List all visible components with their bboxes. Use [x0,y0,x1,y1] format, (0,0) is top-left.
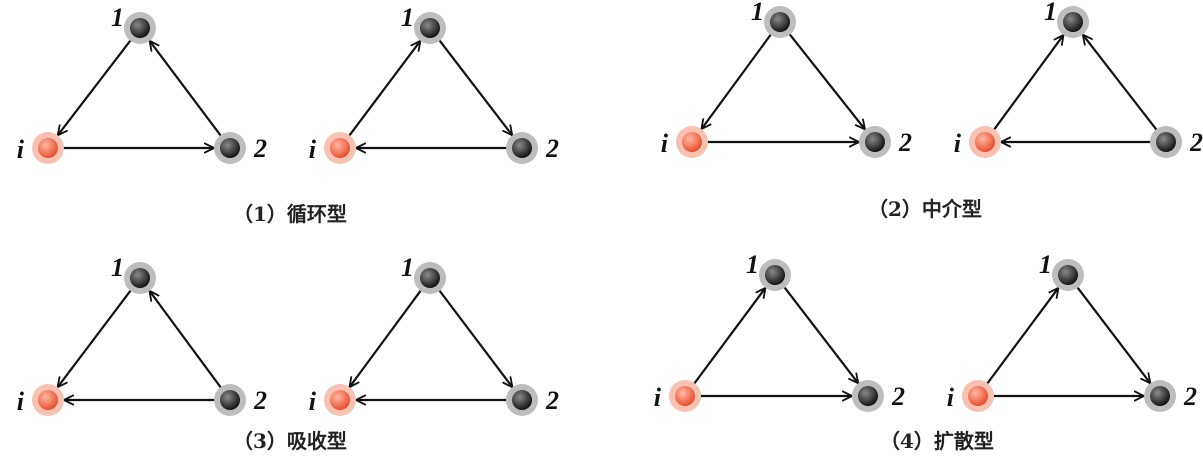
node-label-i: i [309,387,317,416]
node-label-2: 2 [1183,382,1197,411]
node-2 [220,138,240,158]
node-label-1: 1 [1039,250,1052,279]
focal-node-i [38,390,58,410]
node-2 [1156,132,1176,152]
node-label-i: i [17,135,25,164]
motif-group-3: i 1 2 i 1 2 （3）吸收型 [17,253,559,453]
node-label-i: i [17,387,25,416]
node-label-1: 1 [401,3,414,32]
node-label-1: 1 [1044,0,1057,26]
edge-1-to-2 [438,39,514,137]
node-1 [770,12,790,32]
edge-i-to-1 [348,39,422,137]
node-label-1: 1 [751,0,764,26]
motif-3-b: i 1 2 [309,253,559,416]
node-1 [420,18,440,38]
motif-2-b: i 1 2 [954,0,1203,158]
node-2 [865,132,885,152]
node-2 [220,390,240,410]
node-label-1: 1 [401,253,414,282]
node-label-1: 1 [111,253,124,282]
node-1 [1058,265,1078,285]
motif-4-a: i 1 2 [654,250,905,412]
edge-i-to-1 [693,286,767,385]
node-label-2: 2 [545,386,559,415]
node-label-i: i [654,383,662,412]
caption-2: （2）中介型 [868,197,982,221]
edge-2-to-1 [148,39,222,137]
edge-i-to-1 [992,33,1065,131]
edge-i-to-1 [986,286,1060,385]
edge-2-to-1 [1081,33,1158,131]
node-label-i: i [954,129,962,158]
node-label-2: 2 [891,382,905,411]
node-1 [130,268,150,288]
node-label-i: i [661,129,669,158]
node-label-2: 2 [545,134,559,163]
node-2 [512,390,532,410]
node-1 [1063,12,1083,32]
node-label-i: i [947,383,955,412]
focal-node-i [975,132,995,152]
focal-node-i [38,138,58,158]
focal-node-i [330,390,350,410]
node-2 [1150,386,1170,406]
caption-3: （3）吸收型 [233,429,347,453]
edge-1-to-i [56,39,132,137]
motif-1-a: i 1 2 [17,3,267,164]
focal-node-i [675,386,695,406]
node-2 [512,138,532,158]
edge-1-to-2 [1076,286,1152,385]
edge-1-to-2 [788,33,866,131]
edge-1-to-i [700,33,773,131]
edge-1-to-2 [783,286,860,385]
motif-1-b: i 1 2 [309,3,559,164]
node-label-1: 1 [111,3,124,32]
focal-node-i [968,386,988,406]
node-label-i: i [309,135,317,164]
focal-node-i [682,132,702,152]
caption-1: （1）循环型 [233,202,347,226]
edge-2-to-1 [148,289,222,389]
motif-group-2: i 1 2 i 1 2 （2）中介型 [661,0,1203,221]
focal-node-i [330,138,350,158]
node-1 [765,265,785,285]
node-label-1: 1 [746,250,759,279]
node-label-2: 2 [1189,128,1203,157]
node-1 [420,268,440,288]
caption-4: （4）扩散型 [880,429,994,453]
node-label-2: 2 [253,386,267,415]
node-2 [858,386,878,406]
motif-group-1: i 1 2 i 1 2 （1）循环型 [17,3,559,226]
node-label-2: 2 [253,134,267,163]
motif-2-a: i 1 2 [661,0,912,158]
motif-3-a: i 1 2 [17,253,267,416]
motif-4-b: i 1 2 [947,250,1197,412]
node-label-2: 2 [898,128,912,157]
node-1 [130,18,150,38]
edge-1-to-i [348,289,422,389]
motif-group-4: i 1 2 i 1 2 （4）扩散型 [654,250,1197,453]
edge-1-to-2 [438,289,514,389]
edge-1-to-i [56,289,132,389]
